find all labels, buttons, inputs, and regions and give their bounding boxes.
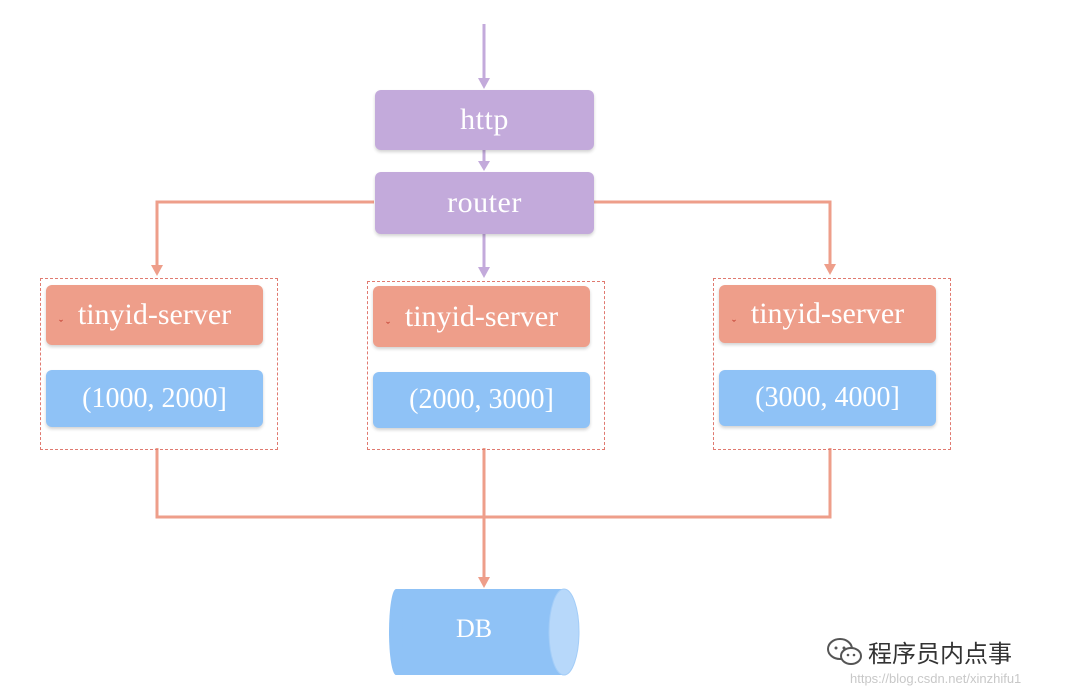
server-node-1: tinyid-server [46,285,263,345]
arrowhead-router-server-3 [824,264,836,275]
checkmark-icon: ˇ [59,317,63,331]
arrow-router-server-3 [594,200,832,266]
db-label: DB [455,614,493,643]
arrowhead-router-server-2 [478,267,490,278]
router-node: router [375,172,594,234]
server-group-3: tinyid-server (3000, 4000] [713,278,951,450]
watermark-url: https://blog.csdn.net/xinzhifu1 [850,671,1022,686]
checkmark-icon: ˇ [386,319,390,333]
http-node: http [375,90,594,150]
server-node-2: tinyid-server [373,286,590,347]
arrowhead-incoming [478,78,490,89]
watermark: 程序员内点事 [826,634,1012,669]
arrowhead-router-server-1 [151,265,163,276]
arrowhead-db [478,577,490,588]
range-node-1: (1000, 2000] [46,370,263,427]
db-cylinder [389,588,580,676]
server-node-3: tinyid-server [719,285,936,343]
arrowhead-http-router [478,161,490,171]
line-server-1-db [155,448,832,519]
server-group-1: tinyid-server (1000, 2000] [40,278,278,450]
range-node-2: (2000, 3000] [373,372,590,428]
range-node-3: (3000, 4000] [719,370,936,426]
wechat-icon [827,637,862,665]
server-group-2: tinyid-server (2000, 3000] [367,281,605,450]
arrow-router-server-1 [155,200,374,267]
checkmark-icon: ˇ [732,317,736,331]
watermark-brand: 程序员内点事 [868,640,1012,668]
